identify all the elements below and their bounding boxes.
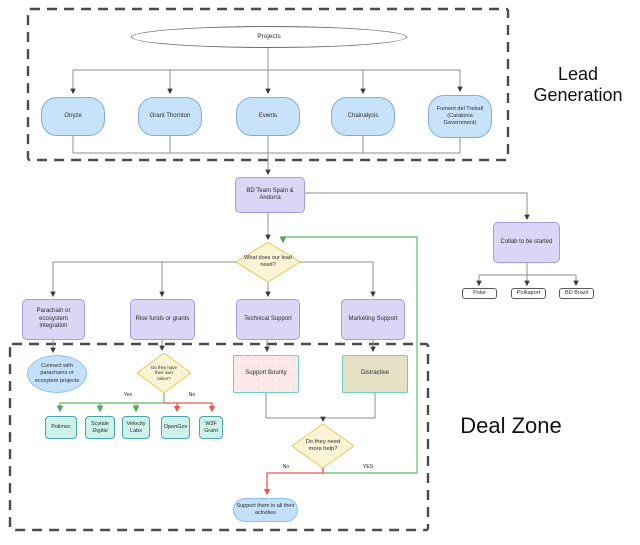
deal-zone-label: Deal Zone	[452, 413, 570, 439]
node-grant-thornton[interactable]: Grant Thornton	[138, 97, 202, 136]
node-distractive-label: Distractive	[360, 370, 389, 377]
node-rise-funds-label: Rise funds or grants	[135, 315, 190, 322]
node-support-bounty-label: Support Bounty	[245, 370, 287, 377]
node-scytale-digital[interactable]: Scytale Digital	[85, 416, 115, 439]
node-scytale-label: Scytale Digital	[90, 420, 110, 434]
node-lead-need[interactable]: What does our lead need?	[236, 242, 300, 282]
edge-label-token-no: No	[182, 392, 202, 398]
node-collab-label: Collab to be started	[500, 238, 553, 245]
deal-zone-text: Deal Zone	[460, 413, 562, 438]
lead-generation-boundary	[26, 7, 510, 162]
node-connect-label: Connect with parachains or ecosytem proj…	[34, 363, 80, 384]
node-w3f-label: W3F Grant	[204, 420, 218, 434]
node-rise-funds[interactable]: Rise funds or grants	[130, 299, 195, 340]
edge-label-token-no-text: No	[188, 392, 196, 398]
node-bd-team-label: BD Team Spain & Andorra	[246, 187, 294, 202]
diamond-shape	[292, 424, 354, 468]
node-marketing-support[interactable]: Marketing Support	[341, 299, 405, 340]
node-grant-thornton-label: Grant Thornton	[149, 112, 191, 119]
node-projects[interactable]: Projects	[131, 26, 407, 48]
node-distractive[interactable]: Distractive	[342, 355, 408, 393]
node-chainalysis-label: Chainalysis	[347, 112, 379, 119]
node-onyze-label: Onyze	[64, 112, 82, 119]
node-lead-need-label: What does our lead need?	[244, 255, 292, 268]
node-foment-label: Foment del Treball (Catalonia Government…	[436, 105, 484, 127]
node-parachain-label: Parachain or ecosystem integration	[36, 308, 71, 330]
node-velocity-label: Velocity Labs	[126, 420, 146, 434]
node-technical-support[interactable]: Technical Support	[236, 299, 300, 340]
node-polkaport[interactable]: Polkaport	[511, 288, 546, 299]
edge-label-token-yes-text: Yes	[123, 392, 133, 398]
node-token-question[interactable]: Do they have their own token?	[137, 353, 191, 393]
node-opengov-label: OpenGov	[163, 424, 188, 431]
node-poke-label: Poke	[473, 290, 486, 297]
node-collab[interactable]: Collab to be started	[493, 222, 560, 263]
edge-label-token-yes: Yes	[118, 392, 138, 398]
node-velocity-labs[interactable]: Velocity Labs	[122, 416, 150, 439]
node-polimec-label: Polimec	[51, 424, 71, 431]
lead-generation-text: Lead Generation	[533, 64, 623, 105]
node-polimec[interactable]: Polimec	[45, 416, 77, 439]
node-foment-del-treball[interactable]: Foment del Treball (Catalonia Government…	[428, 95, 492, 138]
edge-label-help-no-text: No	[282, 464, 290, 470]
node-poke[interactable]: Poke	[462, 288, 497, 299]
node-bd-brazil-label: BD Brazil	[565, 290, 588, 297]
lead-generation-label: Lead Generation	[528, 64, 628, 105]
edge-label-help-yes-text: YES	[362, 464, 373, 470]
node-more-help-label: Do they need more help?	[305, 438, 341, 452]
node-projects-label: Projects	[257, 32, 281, 40]
node-marketing-label: Marketing Support	[348, 315, 398, 322]
node-chainalysis[interactable]: Chainalysis	[331, 97, 395, 136]
node-events[interactable]: Events	[236, 97, 300, 136]
node-token-question-label: Do they have their own token?	[151, 364, 177, 381]
diamond-shape	[137, 353, 191, 393]
edge-label-help-yes: YES	[356, 464, 380, 470]
deal-zone-boundary	[8, 342, 430, 532]
node-bd-team[interactable]: BD Team Spain & Andorra	[235, 177, 305, 213]
edge-label-help-no: No	[276, 464, 296, 470]
node-polkaport-label: Polkaport	[516, 290, 541, 297]
node-parachain[interactable]: Parachain or ecosystem integration	[22, 299, 85, 340]
red-edges	[164, 402, 324, 496]
node-more-help[interactable]: Do they need more help?	[292, 424, 354, 468]
diamond-shape	[236, 242, 300, 282]
node-w3f-grant[interactable]: W3F Grant	[199, 416, 223, 439]
node-onyze[interactable]: Onyze	[41, 97, 105, 136]
node-support-all-label: Support them in all their activities	[236, 502, 295, 516]
node-connect-parachains[interactable]: Connect with parachains or ecosytem proj…	[27, 355, 87, 393]
node-support-all[interactable]: Support them in all their activities	[233, 498, 298, 522]
gray-edges	[50, 48, 579, 423]
node-support-bounty[interactable]: Support Bounty	[233, 355, 299, 393]
node-bd-brazil[interactable]: BD Brazil	[559, 288, 594, 299]
node-events-label: Events	[258, 112, 278, 119]
node-opengov[interactable]: OpenGov	[161, 416, 190, 439]
node-technical-label: Technical Support	[244, 315, 292, 322]
